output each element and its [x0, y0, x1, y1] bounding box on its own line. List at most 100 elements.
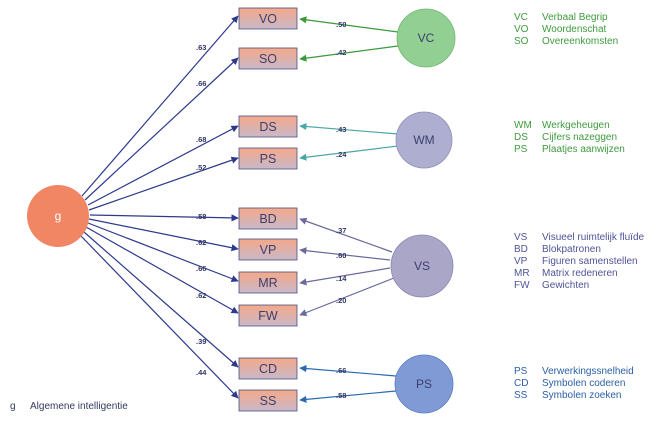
factor-circles: g VC WM VS PS	[27, 8, 456, 414]
coef-vs-mr: .14	[336, 274, 347, 283]
box-vp-label: VP	[260, 243, 277, 257]
arrow-g-vp	[88, 218, 239, 252]
ps-arrows	[299, 364, 397, 403]
coef-ps-ss: .58	[336, 391, 346, 400]
legend-abbr: WM	[514, 120, 532, 131]
legend-text: Figuren samenstellen	[542, 256, 638, 267]
factor-loadings: .50 .42 .43 .24 .37 .60 .14 .20 .66 .58	[336, 20, 347, 400]
g-loadings: .63 .66 .68 .52 .58 .62 .66 .62 .39 .44	[196, 43, 207, 377]
arrow-g-bd	[89, 214, 239, 222]
arrow-g-ds	[87, 125, 239, 206]
arrow-vs-fw	[299, 277, 395, 316]
box-mr-label: MR	[258, 276, 277, 290]
box-vo-label: VO	[259, 12, 277, 26]
box-cd: CD	[238, 357, 298, 380]
coef-g-bd: .58	[196, 212, 206, 221]
box-ps-label: PS	[260, 152, 277, 166]
legend-row: CD Symbolen coderen	[514, 378, 634, 390]
legend-vs: VS Visueel ruimtelijk fluïde BD Blokpatron…	[514, 232, 644, 292]
coef-g-ps: .52	[196, 163, 206, 172]
vs-arrows	[299, 217, 395, 316]
subtest-boxes: VO SO DS PS BD VP MR FW	[238, 7, 298, 412]
coef-g-fw: .62	[196, 291, 206, 300]
circle-vs-label: VS	[414, 259, 430, 273]
arrow-vs-bd	[299, 217, 393, 253]
arrow-vc-vo	[299, 16, 399, 33]
arrow-vs-mr	[299, 267, 391, 286]
box-ds: DS	[238, 115, 298, 138]
coef-g-vp: .62	[196, 238, 206, 247]
legend-abbr: PS	[514, 144, 528, 155]
arrow-vc-so	[299, 45, 399, 62]
legend-row: BD Blokpatronen	[514, 244, 644, 256]
box-bd: BD	[238, 207, 298, 230]
coef-g-cd: .39	[196, 337, 206, 346]
legend-abbr: VP	[514, 256, 528, 267]
legend-row: SO Overeenkomsten	[514, 36, 618, 48]
box-ps: PS	[238, 147, 298, 170]
arrow-g-fw	[85, 226, 239, 314]
legend-text: Overeenkomsten	[542, 36, 619, 47]
legend-text: Visueel ruimtelijk fluïde	[542, 232, 645, 243]
coef-wm-ds: .43	[336, 125, 346, 134]
legend-text: Gewichten	[542, 280, 590, 291]
legend-text: Cijfers nazeggen	[542, 132, 618, 143]
arrow-g-so	[84, 57, 239, 201]
legend-abbr: BD	[514, 244, 528, 255]
arrow-g-ps	[88, 156, 239, 211]
arrow-vs-vp	[299, 247, 391, 261]
legend-g-text: Algemene intelligentie	[30, 401, 128, 412]
legend-row: VS Visueel ruimtelijk fluïde	[514, 232, 644, 244]
coef-g-mr: .66	[196, 264, 206, 273]
box-mr: MR	[238, 271, 298, 294]
coef-wm-ps: .24	[336, 150, 347, 159]
arrow-ps-cd	[299, 364, 397, 377]
coef-g-so: .66	[196, 79, 206, 88]
legend-g-abbr: g	[10, 401, 16, 412]
legend-abbr: VS	[514, 232, 528, 243]
circle-vc-label: VC	[418, 31, 435, 45]
box-ds-label: DS	[259, 120, 276, 134]
legend-text: Symbolen zoeken	[542, 390, 622, 401]
coef-g-ss: .44	[196, 368, 207, 377]
legend-abbr: PS	[514, 366, 528, 377]
legend-abbr: SS	[514, 390, 528, 401]
arrow-g-cd	[83, 231, 239, 368]
coef-vs-vp: .60	[336, 251, 346, 260]
legend-row: SS Symbolen zoeken	[514, 390, 634, 402]
box-bd-label: BD	[259, 212, 276, 226]
legend-text: Werkgeheugen	[542, 120, 610, 131]
circle-wm-label: WM	[413, 133, 434, 147]
legend-text: Symbolen coderen	[542, 378, 626, 389]
arrow-g-ss	[80, 235, 239, 399]
box-vo: VO	[238, 7, 298, 30]
wm-arrows	[299, 122, 399, 161]
box-so-label: SO	[259, 52, 277, 66]
box-fw: FW	[238, 304, 298, 327]
box-ss-label: SS	[260, 394, 277, 408]
legend-abbr: CD	[514, 378, 529, 389]
arrow-g-mr	[87, 222, 239, 283]
coef-g-ds: .68	[196, 135, 206, 144]
legend-row: WM Werkgeheugen	[514, 120, 625, 132]
circle-vs: VS	[390, 234, 454, 298]
legend-text: Woordenschat	[542, 24, 607, 35]
legend-text: Blokpatronen	[542, 244, 601, 255]
legend-abbr: SO	[514, 36, 529, 47]
legend-text: Plaatjes aanwijzen	[542, 144, 625, 155]
legend-row: PS Plaatjes aanwijzen	[514, 144, 625, 156]
box-so: SO	[238, 47, 298, 70]
legend-abbr: VO	[514, 24, 529, 35]
circle-wm: WM	[395, 111, 453, 169]
box-vp: VP	[238, 238, 298, 261]
arrow-ps-ss	[299, 390, 397, 403]
arrow-g-vo	[81, 15, 239, 197]
coef-ps-cd: .66	[336, 366, 346, 375]
